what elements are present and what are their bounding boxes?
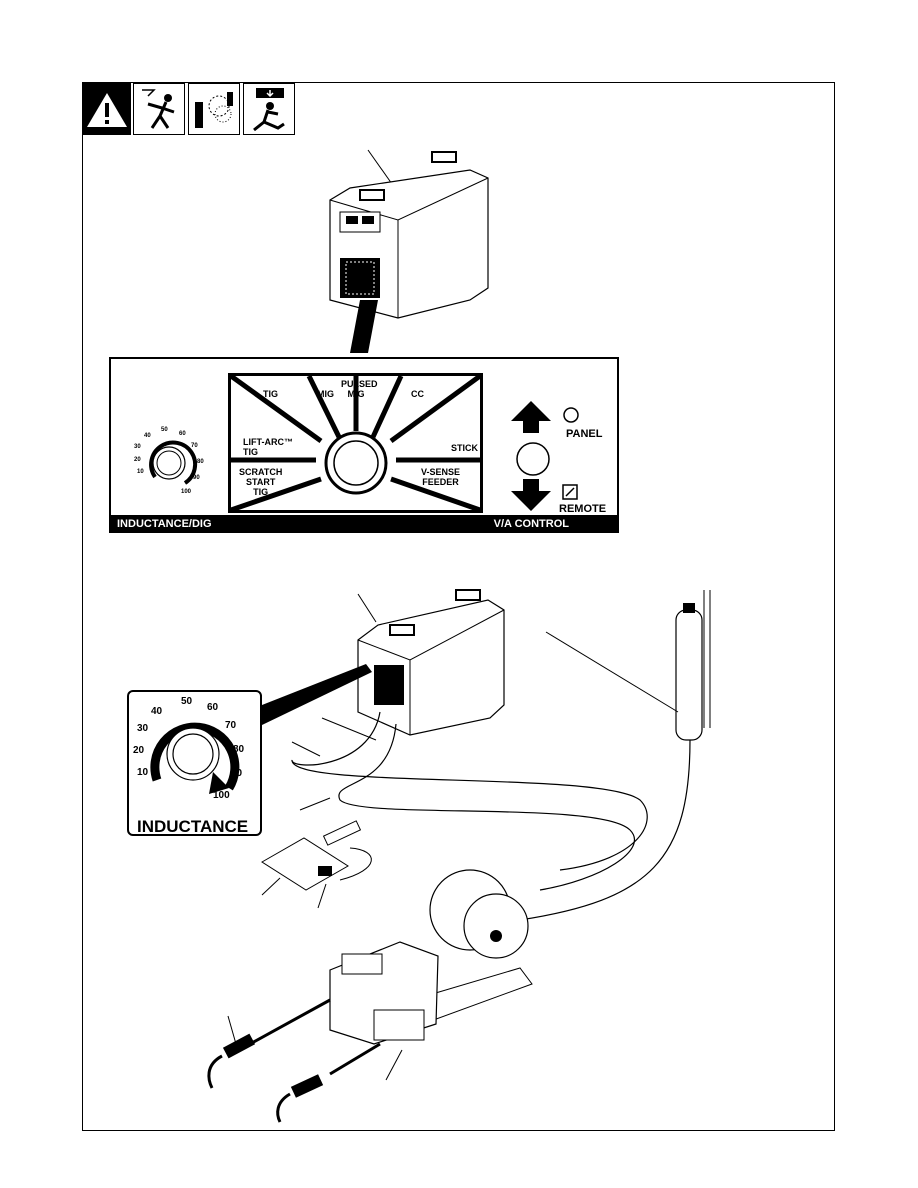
- panel-label-bar: INDUCTANCE/DIG V/A CONTROL: [111, 515, 617, 531]
- mode-tig: TIG: [263, 389, 278, 399]
- panel-dial-number: 40: [144, 433, 151, 439]
- falling-equipment-icon: [243, 83, 295, 135]
- fumes-sparks-icon: [188, 83, 240, 135]
- front-control-panel: TIG MIG PULSED MIG CC LIFT-ARC™ TIG STIC…: [109, 357, 619, 533]
- panel-dial-number: 90: [193, 475, 200, 481]
- panel-label: PANEL: [566, 428, 603, 440]
- panel-dial-number: 50: [161, 427, 168, 433]
- mode-stick: STICK: [451, 443, 478, 453]
- electric-shock-icon: [133, 83, 185, 135]
- inductance-dig-label: INDUCTANCE/DIG: [117, 518, 212, 530]
- panel-dial-number: 60: [179, 431, 186, 437]
- mode-cc: CC: [411, 389, 424, 399]
- mode-mig: MIG: [317, 389, 334, 399]
- panel-dial-number: 10: [137, 469, 144, 475]
- mode-v-sense-feeder: V-SENSE FEEDER: [421, 467, 461, 487]
- inductance-number: 50: [181, 696, 193, 707]
- va-control-label: V/A CONTROL: [493, 518, 569, 530]
- inductance-number: 100: [213, 790, 230, 801]
- inductance-control-detail: 10 20 30 40 50 60 70 80 90 100: [127, 690, 262, 836]
- panel-dial-number: 70: [191, 443, 198, 449]
- warning-triangle-icon: [83, 83, 131, 135]
- inductance-number: 30: [137, 723, 149, 734]
- remote-label: REMOTE: [559, 503, 607, 515]
- inductance-label: INDUCTANCE: [137, 817, 249, 836]
- mode-scratch-start-tig: SCRATCH START TIG: [239, 467, 283, 497]
- panel-dial-number: 20: [134, 457, 141, 463]
- inductance-number: 10: [137, 767, 149, 778]
- mode-lift-arc-tig: LIFT-ARC™ TIG: [243, 437, 293, 457]
- panel-dial-number: 30: [134, 444, 141, 450]
- panel-dial-number: 100: [181, 489, 192, 495]
- mode-pulsed-mig: PULSED MIG: [341, 379, 378, 399]
- inductance-number: 80: [233, 744, 245, 755]
- inductance-number: 90: [231, 768, 243, 779]
- inductance-number: 70: [225, 720, 237, 731]
- inductance-number: 40: [151, 706, 163, 717]
- inductance-number: 60: [207, 702, 219, 713]
- inductance-number: 20: [133, 745, 145, 756]
- panel-dial-number: 80: [197, 459, 204, 465]
- page-frame: [82, 82, 835, 1131]
